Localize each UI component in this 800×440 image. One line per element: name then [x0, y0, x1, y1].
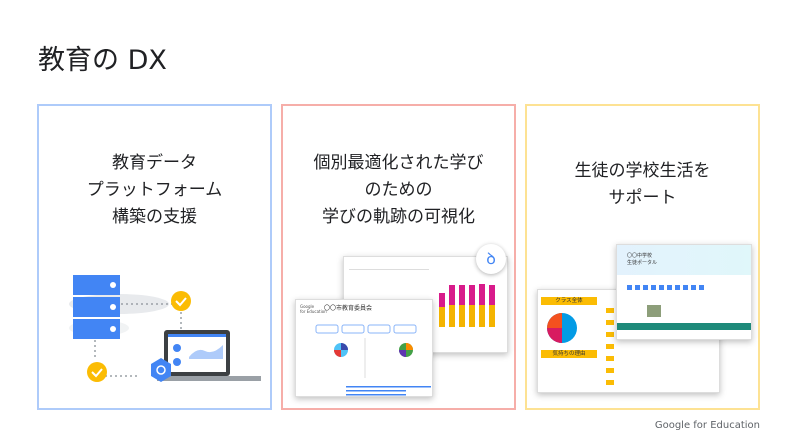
data-platform-illustration: [69, 275, 261, 382]
dashboard-header: 〇〇市教育委員会: [324, 305, 373, 312]
card-learning-visualization: 個別最適化された学び のための 学びの軌跡の可視化 ꝺ Google for E…: [281, 104, 516, 410]
student-portal-screenshot: 〇〇中学校 生徒ポータル: [616, 244, 752, 340]
server-icon: [73, 275, 120, 339]
card-title: 教育データ プラットフォーム 構築の支援: [86, 153, 223, 227]
pie-chart: [334, 343, 348, 357]
panel-feeling-reasons: 気持ちの理由: [541, 350, 597, 358]
google-wordmark: Google: [654, 420, 691, 431]
dashboard-brand: Google for Education: [300, 304, 327, 314]
check-icon: [171, 291, 191, 311]
looker-studio-icon: ꝺ: [476, 244, 506, 274]
panel-class-all: クラス全体: [541, 297, 597, 305]
pie-chart: [547, 313, 577, 343]
card-title: 生徒の学校生活を サポート: [574, 161, 711, 208]
pie-chart: [399, 343, 413, 357]
app-icons-row: [627, 285, 707, 290]
dashboard-screenshot-front: Google for Education 〇〇市教育委員会: [295, 299, 433, 397]
check-icon: [87, 362, 107, 382]
slide-title: 教育の DX: [38, 45, 167, 76]
ai-brain-icon: [151, 358, 171, 382]
card-student-support: 生徒の学校生活を サポート クラス全体 気持ちの理由 〇〇中学校 生徒ポータル: [525, 104, 760, 410]
portal-title: 〇〇中学校 生徒ポータル: [627, 253, 658, 266]
card-data-platform: 教育データ プラットフォーム 構築の支援: [37, 104, 272, 410]
logo-suffix: for Education: [693, 420, 760, 431]
card-title: 個別最適化された学び のための 学びの軌跡の可視化: [313, 153, 484, 227]
google-for-education-logo: Google for Education: [655, 420, 760, 431]
bar-chart: [439, 284, 495, 327]
